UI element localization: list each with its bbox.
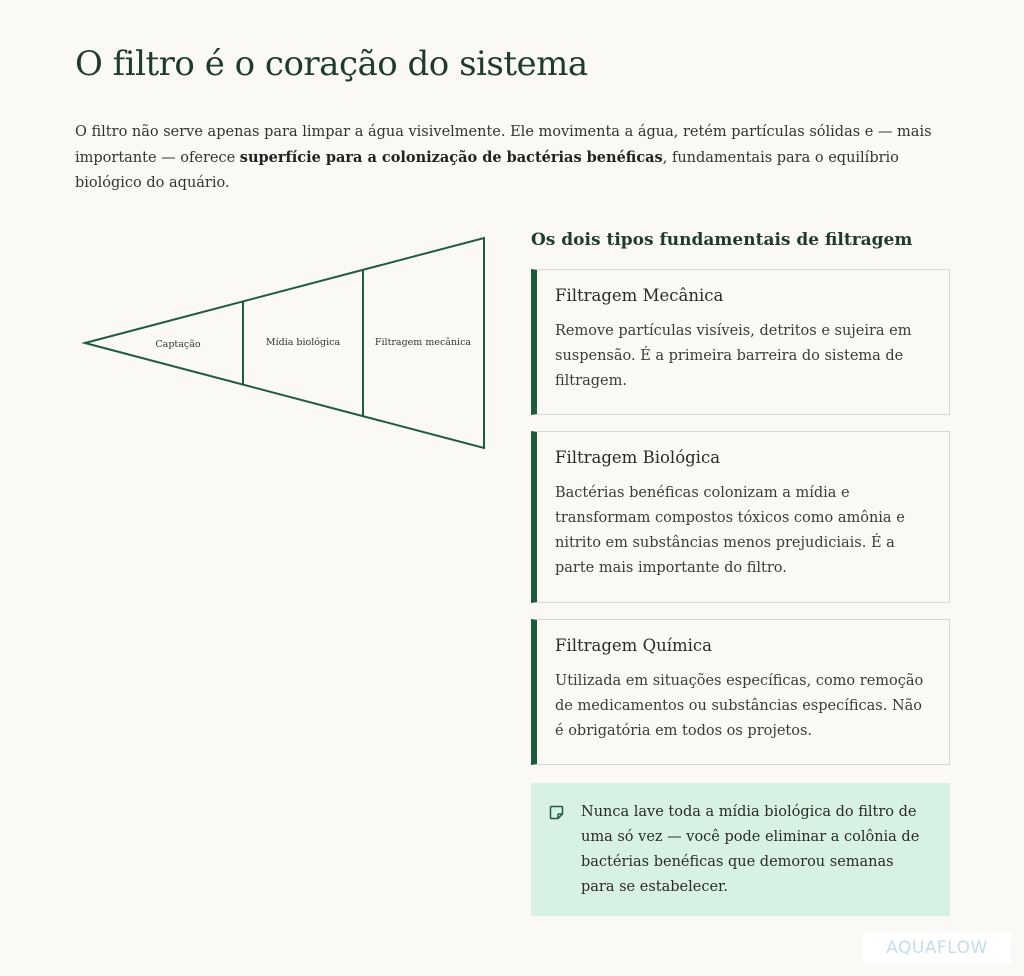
card-title: Filtragem Mecânica <box>555 286 724 305</box>
filter-funnel-diagram: Captação Mídia biológica Filtragem mecân… <box>81 236 485 450</box>
filtration-types-heading: Os dois tipos fundamentais de filtragem <box>531 230 913 250</box>
card-title: Filtragem Química <box>555 636 713 655</box>
card-title: Filtragem Biológica <box>555 448 721 467</box>
funnel-stage-label-midia-biologica: Mídia biológica <box>266 337 341 348</box>
watermark-logo: AQUAFLOW <box>863 933 1011 963</box>
intro-paragraph: O filtro não serve apenas para limpar a … <box>75 120 955 196</box>
card-filtragem-biologica: Filtragem Biológica Bactérias benéficas … <box>531 431 950 603</box>
funnel-stage-label-filtragem-mecanica: Filtragem mecânica <box>375 337 472 348</box>
note-icon <box>549 805 564 820</box>
funnel-stage-label-captacao: Captação <box>155 339 200 350</box>
card-text: Utilizada em situações específicas, como… <box>555 673 924 739</box>
intro-text-bold: superfície para a colonização de bactéri… <box>239 149 663 166</box>
card-text: Remove partículas visíveis, detritos e s… <box>555 323 912 389</box>
funnel-outline <box>81 236 485 450</box>
note-text: Nunca lave toda a mídia biológica do fil… <box>581 804 920 895</box>
card-filtragem-mecanica: Filtragem Mecânica Remove partículas vis… <box>531 269 950 415</box>
tip-note: Nunca lave toda a mídia biológica do fil… <box>531 783 950 916</box>
intro-text-after: , fundamentais para o equilíbrio biológi… <box>75 150 899 191</box>
intro-text-before: O filtro não serve apenas para limpar a … <box>75 124 932 166</box>
card-text: Bactérias benéficas colonizam a mídia e … <box>555 485 905 576</box>
card-filtragem-quimica: Filtragem Química Utilizada em situações… <box>531 619 950 765</box>
page-title: O filtro é o coração do sistema <box>75 44 588 84</box>
